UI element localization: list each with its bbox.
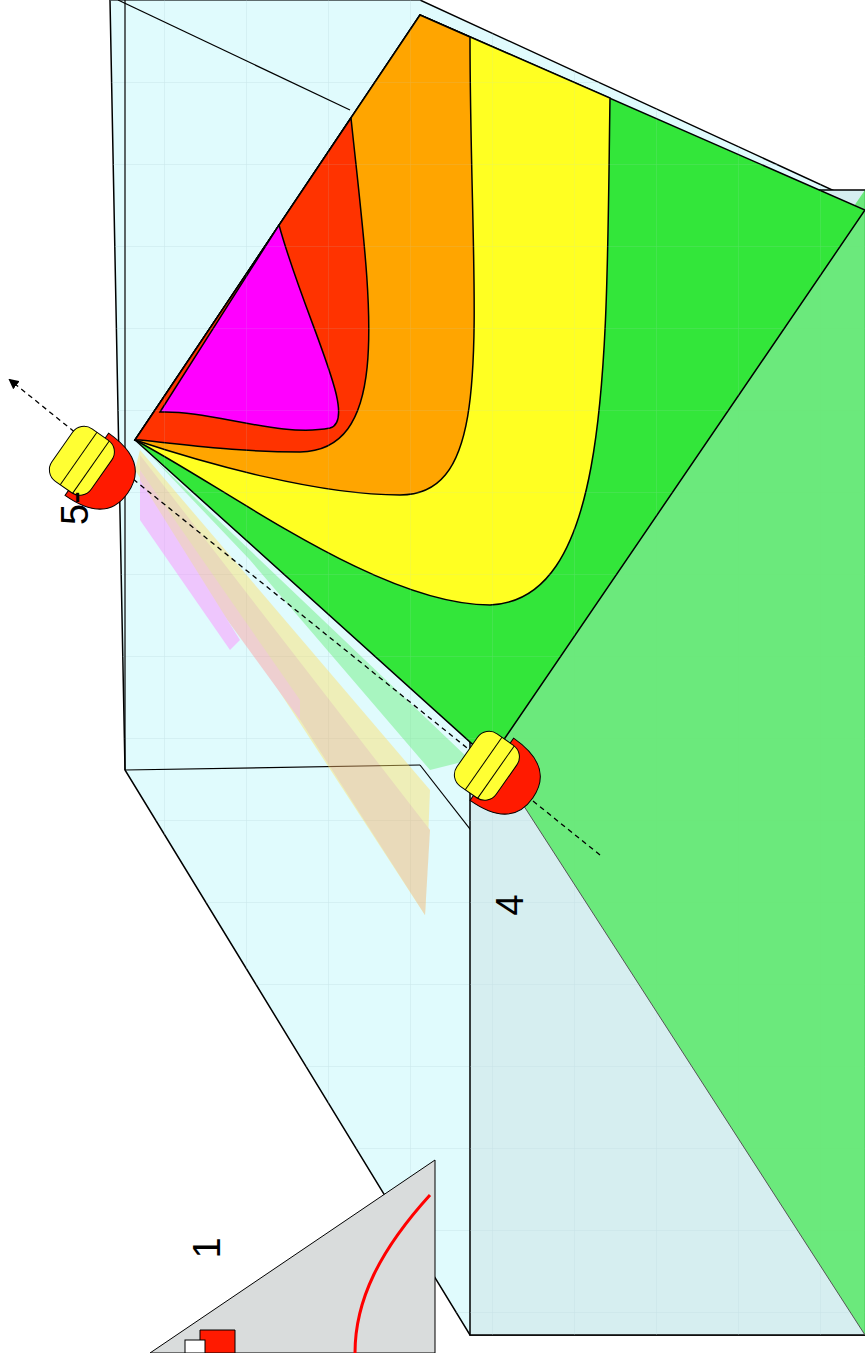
contour-plane [135, 15, 865, 760]
sensor-symbol [445, 721, 554, 829]
callout-number: 4 [491, 894, 529, 915]
axis-line [10, 380, 600, 855]
callout-number: 1 [188, 1237, 226, 1258]
sensor-symbol [40, 416, 149, 524]
back-plane [110, 0, 865, 1335]
edge-line [124, 0, 125, 770]
callout-number: 5- [56, 491, 94, 525]
edge-line [520, 800, 865, 1335]
edge-line [118, 0, 350, 110]
grid [110, 0, 865, 1335]
inset-figure [150, 1160, 435, 1353]
